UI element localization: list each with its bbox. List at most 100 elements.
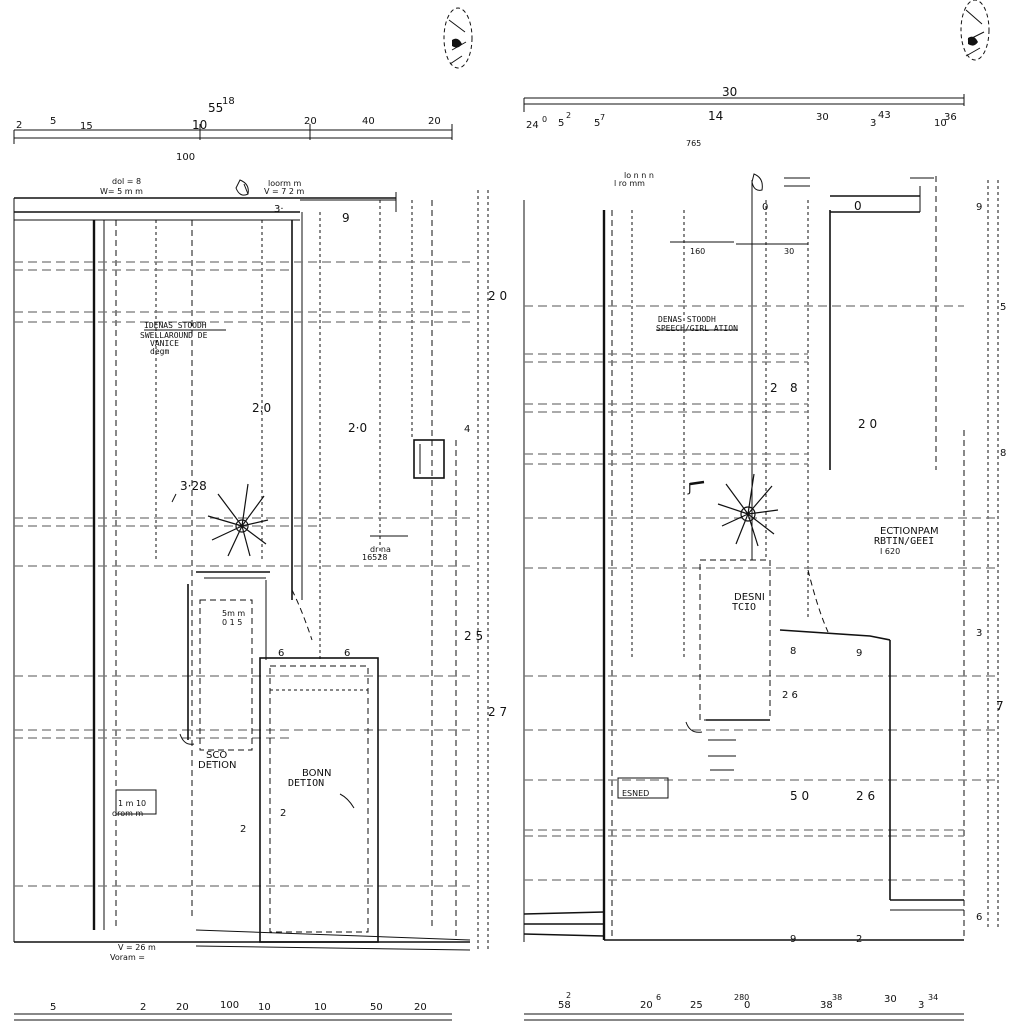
left-dim-9: 6 — [344, 648, 350, 659]
right-ruler-sup-6: 36 — [944, 112, 957, 123]
right-east-room-1: ECTIONPAM — [880, 526, 939, 537]
right-bottom-ruler: 58 2 20 6 25 0 280 38 38 30 3 34 — [524, 991, 964, 1021]
right-dim-9: 7 — [996, 699, 1004, 713]
right-dim-10: 9 — [856, 648, 862, 659]
left-header-4: V = 7 2 m — [264, 187, 305, 196]
left-post-icon — [235, 179, 249, 196]
left-room-label-1: IDENAS STOODH — [144, 321, 207, 330]
right-ruler-sup-5: 43 — [878, 110, 891, 121]
left-bottom-label-0: 5 — [50, 1002, 56, 1013]
left-room-label-2: SWELLAROUND DE — [140, 331, 208, 340]
right-bottom-label-6: 3 — [918, 1000, 924, 1011]
north-arrow-right-icon — [960, 0, 990, 61]
left-header-1: dol = 8 — [112, 177, 141, 186]
right-ruler-label-4: 30 — [816, 112, 829, 123]
left-header-2: W= 5 m m — [100, 187, 143, 196]
left-box-label-1: SCO — [206, 750, 227, 761]
right-bottom-prefix: 58 — [558, 1000, 571, 1011]
left-foot-1: V = 26 m — [118, 943, 156, 952]
right-bottom-sup-4: 38 — [832, 993, 842, 1002]
right-dim-0: 0 — [762, 202, 768, 213]
left-ruler-label-3: 10 — [192, 118, 207, 132]
right-ruler-title: 30 — [722, 85, 737, 99]
left-room-label-3: VANICE — [150, 339, 179, 348]
left-ruler-label-2: 15 — [80, 121, 93, 132]
right-dim-top: 160 — [690, 247, 705, 256]
left-bottom-ruler: 5 2 20 100 10 10 50 20 — [14, 1000, 452, 1021]
left-dim-7: 2 7 — [488, 705, 507, 719]
right-dim-7: 8 — [1000, 448, 1006, 459]
left-room-label-4: degm — [150, 347, 169, 356]
left-ruler-title: 55 — [208, 101, 223, 115]
right-mid-label-2: TCIO — [732, 602, 756, 613]
right-dim-1: 0 — [854, 199, 862, 213]
right-bottom-label-1: 20 — [640, 1000, 653, 1011]
left-dim-3: 2.0 — [252, 401, 271, 415]
left-ruler-sub: 100 — [176, 152, 195, 163]
right-mid-label-1: DESNI — [734, 592, 765, 603]
left-ruler-label-0: 2 — [16, 120, 22, 131]
left-dim-5: 4 — [464, 424, 470, 435]
left-side-note-1: dr na — [370, 545, 391, 554]
right-bottom-sup-3: 280 — [734, 993, 749, 1002]
left-dim-6: 2 5 — [464, 629, 483, 643]
right-ruler-label-2: 5 — [594, 118, 600, 129]
left-bottom-label-5: 10 — [314, 1002, 327, 1013]
right-ruler-label-0: 24 — [526, 120, 539, 131]
left-ruler-title-sup: 18 — [222, 96, 235, 107]
right-dim-top-2: 30 — [784, 247, 794, 256]
left-bottom-label-4: 10 — [258, 1002, 271, 1013]
left-top-ruler: 2 5 15 10 20 40 20 55 18 100 — [13, 96, 453, 163]
right-dim-6: 2 0 — [858, 417, 877, 431]
left-foot-2: Voram = — [110, 953, 145, 962]
left-dim-11: 2 — [280, 808, 286, 819]
left-small-box-1: 1 m 10 — [118, 799, 146, 808]
right-header-2: l ro mm — [614, 179, 645, 188]
right-slab-label: J — [687, 481, 692, 495]
left-bottom-label-7: 20 — [414, 1002, 427, 1013]
left-bottom-label-2: 20 — [176, 1002, 189, 1013]
right-dim-11: 8 — [790, 646, 796, 657]
right-plan: lo n n n l ro mm — [523, 171, 1006, 945]
right-post-icon — [751, 173, 763, 191]
left-plan: dol = 8 W= 5 m m loorm m V = 7 2 m — [13, 177, 507, 962]
right-bottom-sup-1: 6 — [656, 993, 661, 1002]
right-ruler-sup-2: 7 — [600, 113, 605, 122]
left-ruler-label-5: 40 — [362, 116, 375, 127]
right-dim-17: 6 — [976, 912, 982, 923]
left-mid-label-1: 5m m — [222, 609, 245, 618]
right-ruler-sub: 765 — [686, 139, 701, 148]
right-bottom-sup-6: 34 — [928, 993, 938, 1002]
north-arrow-left-icon — [443, 7, 473, 69]
left-small-box-2: drom m — [112, 809, 143, 818]
right-ruler-sup-1: 2 — [566, 111, 571, 120]
right-west-note: ESNED — [622, 789, 649, 798]
left-header-3: loorm m — [268, 179, 301, 188]
left-dim-1: 9 — [342, 211, 350, 225]
left-dim-0: 3· — [274, 204, 284, 215]
left-ruler-label-4: 20 — [304, 116, 317, 127]
right-dim-14: 2 6 — [856, 789, 875, 803]
right-dim-2: 9 — [976, 202, 982, 213]
left-ruler-label-6: 20 — [428, 116, 441, 127]
left-dim-2: 2 0 — [488, 289, 507, 303]
left-dim-10: 2 — [240, 824, 246, 835]
left-box-label-2: DETION — [198, 760, 236, 771]
left-bottom-label-3: 100 — [220, 1000, 239, 1011]
right-east-room-2: RBTIN/GEEI — [874, 536, 934, 547]
right-ruler-sup-0: 0 — [542, 115, 547, 124]
left-bottom-label-6: 50 — [370, 1002, 383, 1013]
left-stair-core-icon — [207, 483, 269, 557]
right-stair-core-icon — [717, 473, 779, 547]
right-header-1: lo n n n — [624, 171, 654, 180]
right-room-label-2: SPEECH/GIRL ATION — [656, 324, 738, 333]
right-dim-12: 2 6 — [782, 690, 798, 701]
right-dim-13: 5 0 — [790, 789, 809, 803]
right-bottom-label-4: 38 — [820, 1000, 833, 1011]
right-ruler-label-5: 3 — [870, 118, 876, 129]
right-east-room-3: I 620 — [880, 547, 900, 556]
left-room-b-2: DETION — [288, 778, 324, 789]
left-bottom-label-1: 2 — [140, 1002, 146, 1013]
right-bottom-label-3: 0 — [744, 1000, 750, 1011]
